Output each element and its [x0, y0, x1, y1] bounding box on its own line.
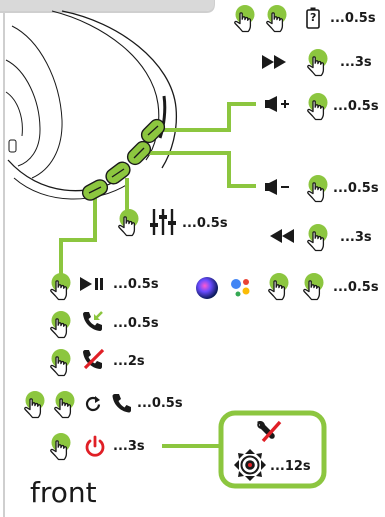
- redial-icon: [112, 394, 131, 413]
- reset-icon: [257, 420, 282, 443]
- battery-question-icon: [306, 7, 320, 29]
- power-duration: ...3s: [113, 439, 145, 454]
- factory-reset-icon: [234, 449, 266, 481]
- voice-assistant-duration: ...0.5s: [333, 280, 379, 295]
- reject-call-icon: [83, 348, 105, 370]
- volume-up-icon: [265, 96, 289, 112]
- previous-track-duration: ...3s: [340, 230, 372, 245]
- volume-up-duration: ...0.5s: [333, 99, 379, 114]
- google-assistant-icon: [231, 279, 250, 297]
- redial-duration: ...0.5s: [137, 396, 183, 411]
- equalizer-icon: [150, 209, 176, 235]
- rewind-icon: [270, 229, 294, 243]
- next-track-duration: ...3s: [340, 55, 372, 70]
- play-pause-icon: [80, 277, 103, 291]
- volume-down-duration: ...0.5s: [333, 181, 379, 196]
- battery-question-glyph: ?: [310, 11, 317, 24]
- front-label: front: [30, 476, 97, 509]
- answer-call-icon: [83, 311, 103, 331]
- answer-call-duration: ...0.5s: [113, 316, 159, 331]
- redial-arrow-icon: [85, 396, 101, 412]
- equalizer-duration: ...0.5s: [182, 216, 228, 231]
- play-pause-duration: ...0.5s: [113, 277, 159, 292]
- reset-box: [218, 410, 327, 489]
- reset-duration: ...12s: [270, 459, 311, 474]
- fast-forward-icon: [262, 55, 286, 69]
- volume-down-icon: [265, 179, 289, 195]
- reject-call-duration: ...2s: [113, 354, 145, 369]
- siri-icon: [196, 277, 218, 299]
- battery-duration: ...0.5s: [330, 11, 376, 26]
- power-icon: [85, 435, 105, 457]
